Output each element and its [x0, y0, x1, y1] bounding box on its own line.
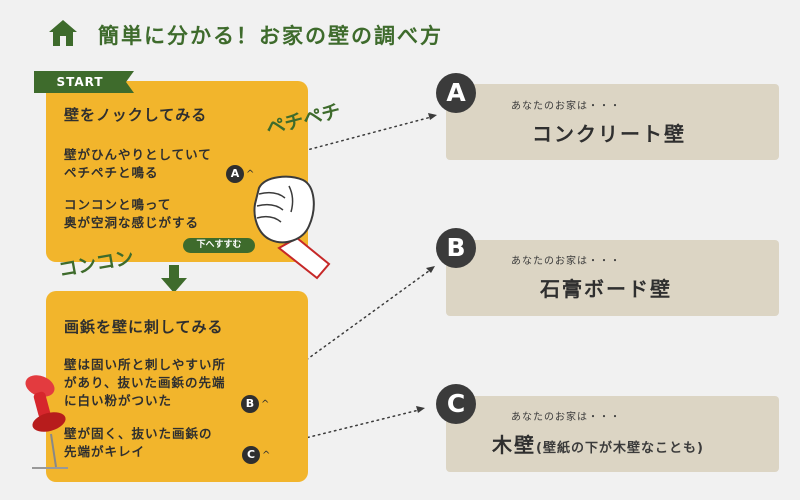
chevron-icon: ^	[246, 169, 255, 180]
answer-card-b	[446, 240, 779, 316]
step2-title: 画鋲を壁に刺してみる	[64, 318, 224, 336]
house-icon	[49, 20, 77, 46]
answer-result-b: 石膏ボード壁	[540, 277, 672, 301]
answer-note-c: (壁紙の下が木壁なことも)	[536, 441, 704, 456]
chevron-icon: ^	[261, 399, 270, 410]
next-step-pill: 下へすすむ	[183, 238, 255, 253]
start-badge: START	[34, 71, 126, 93]
marker-b: B	[241, 395, 259, 413]
marker-c: C	[242, 446, 260, 464]
answer-letter-a: A	[436, 73, 476, 113]
answer-letter-c: C	[436, 384, 476, 424]
chevron-icon: ^	[262, 450, 271, 461]
down-arrow-icon	[161, 265, 187, 293]
answer-prefix: あなたのお家は・・・	[511, 101, 621, 112]
start-badge-tail	[126, 71, 134, 93]
page-title: 簡単に分かる！お家の壁の調べ方	[98, 24, 443, 48]
step2-option-b-text: 壁は固い所と刺しやすい所 があり、抜いた画鋲の先端 に白い粉がついた	[64, 357, 226, 408]
answer-result-c: 木壁	[492, 433, 536, 457]
step1-option-a-text: 壁がひんやりとしていて ペチペチと鳴る	[64, 147, 212, 180]
step1-option-else-text: コンコンと鳴って 奥が空洞な感じがする	[64, 197, 200, 230]
answer-result-c-row: 木壁(壁紙の下が木壁なことも)	[492, 429, 704, 458]
step1-title: 壁をノックしてみる	[64, 106, 208, 124]
answer-card-a	[446, 84, 779, 160]
step2-box	[46, 291, 308, 482]
answer-prefix: あなたのお家は・・・	[511, 256, 621, 267]
step2-option-c-text: 壁が固く、抜いた画鋲の 先端がキレイ	[64, 426, 213, 459]
pushpin-icon	[25, 375, 68, 469]
marker-a: A	[226, 165, 244, 183]
answer-prefix: あなたのお家は・・・	[511, 412, 621, 423]
answer-card-c	[446, 396, 779, 472]
fist-icon	[253, 175, 331, 280]
answer-result-a: コンクリート壁	[532, 122, 686, 146]
answer-letter-b: B	[436, 228, 476, 268]
